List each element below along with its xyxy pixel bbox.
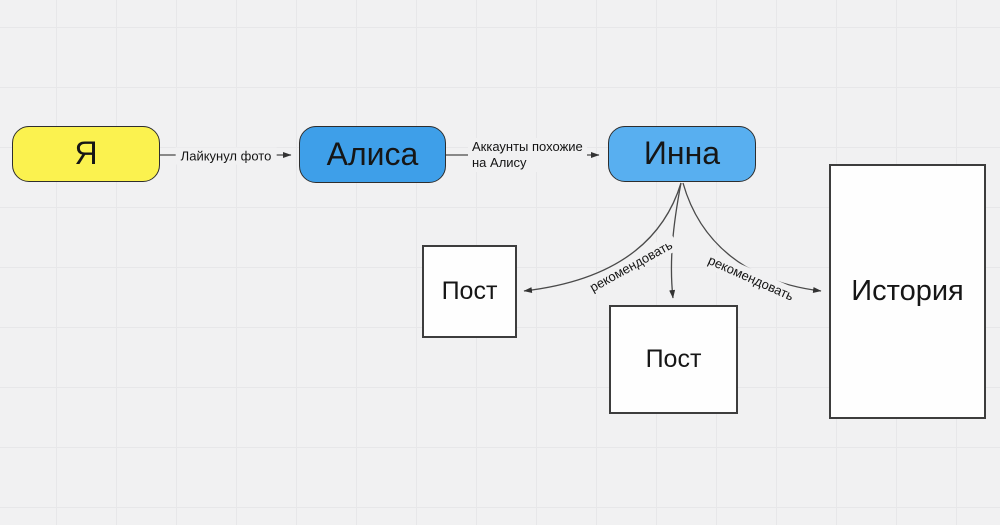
edge-label-liked-photo[interactable]: Лайкунул фото — [175, 147, 277, 165]
node-post-left[interactable]: Пост — [422, 245, 517, 338]
edge-label-recommend-right[interactable]: рекомендовать — [700, 249, 802, 307]
edge-label-similar-accounts-line1: Аккаунты похожие — [472, 139, 583, 154]
node-post-middle[interactable]: Пост — [609, 305, 738, 414]
node-story[interactable]: История — [829, 164, 986, 419]
edge-label-recommend-left[interactable]: рекомендовать — [582, 233, 680, 299]
node-alisa[interactable]: Алиса — [299, 126, 446, 183]
node-inna[interactable]: Инна — [608, 126, 756, 182]
edge-label-similar-accounts[interactable]: Аккаунты похожие на Алису — [468, 138, 587, 172]
node-me[interactable]: Я — [12, 126, 160, 182]
edge-label-similar-accounts-line2: на Алису — [472, 155, 527, 170]
